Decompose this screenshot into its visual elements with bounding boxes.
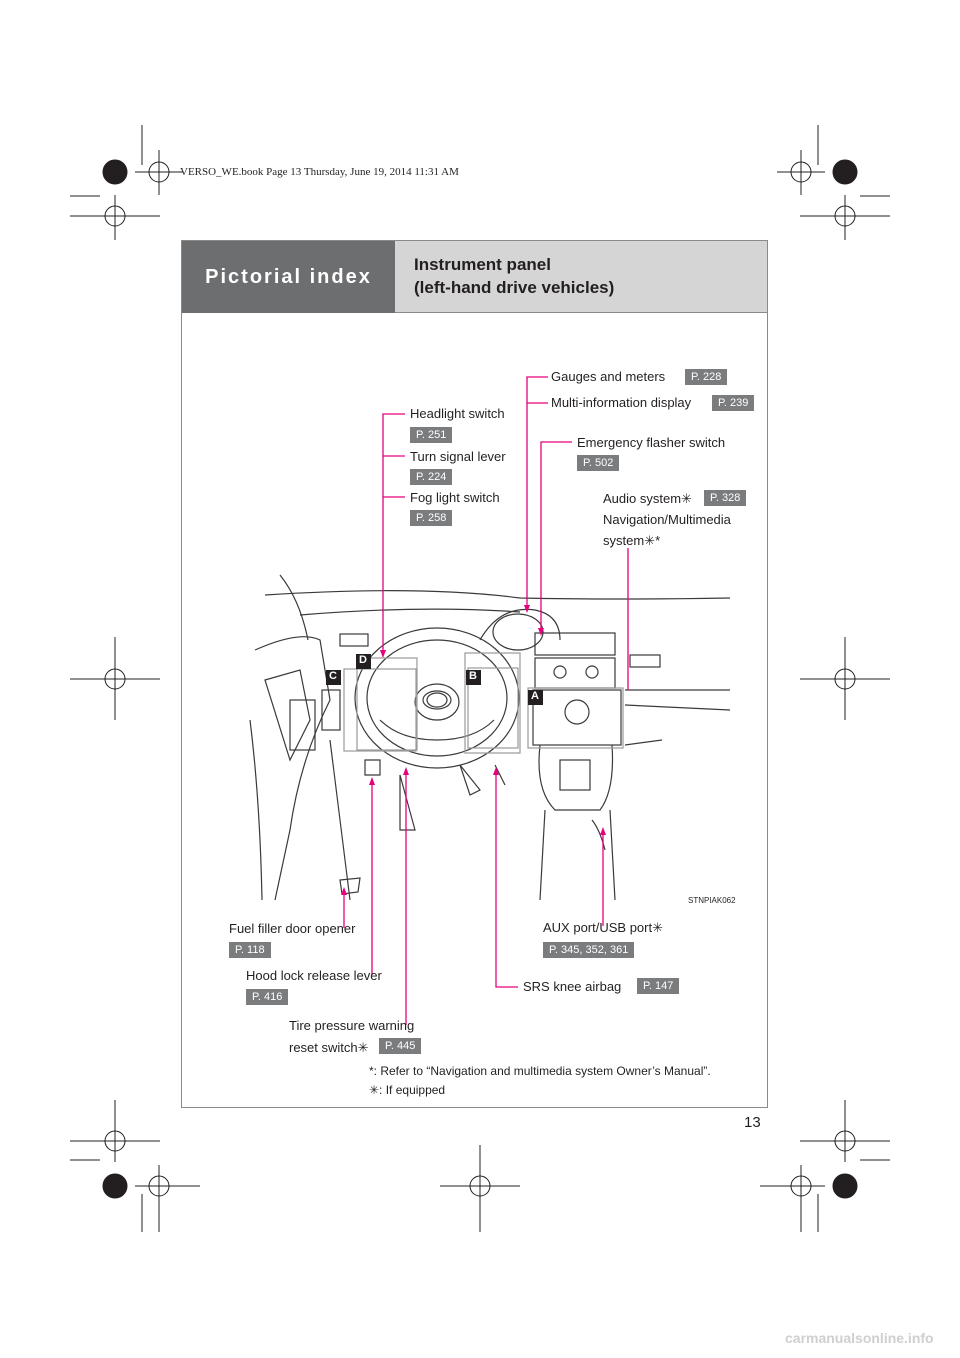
file-info-header: VERSO_WE.book Page 13 Thursday, June 19,… <box>180 166 459 178</box>
section-title-line2: (left-hand drive vehicles) <box>414 278 615 297</box>
page-ref-tire-pressure[interactable]: P. 445 <box>379 1038 422 1054</box>
page-ref-headlight[interactable]: P. 251 <box>410 427 453 443</box>
label-hood-lock-release-lever: Hood lock release lever <box>246 968 382 983</box>
label-fuel-filler-door-opener: Fuel filler door opener <box>229 921 356 936</box>
section-name: Pictorial index <box>182 241 395 313</box>
marker-b <box>466 670 481 685</box>
page-number: 13 <box>744 1114 761 1131</box>
label-headlight-switch: Headlight switch <box>410 406 505 421</box>
label-navigation-system: system✳* <box>603 533 661 548</box>
label-reset-switch: reset switch✳ <box>289 1040 369 1055</box>
marker-c <box>326 670 341 685</box>
page-ref-turn-signal[interactable]: P. 224 <box>410 469 453 485</box>
page-ref-fuel-filler[interactable]: P. 118 <box>229 942 271 958</box>
label-navigation-multimedia: Navigation/Multimedia <box>603 512 731 527</box>
crosshair-circle-icon <box>102 159 128 185</box>
page-ref-hood-lock[interactable]: P. 416 <box>246 989 289 1005</box>
page-ref-aux-usb[interactable]: P. 345, 352, 361 <box>543 942 635 958</box>
marker-label-b: B <box>469 670 477 682</box>
label-srs-knee-airbag: SRS knee airbag <box>523 979 622 994</box>
section-title: Instrument panel (left-hand drive vehicl… <box>414 253 614 299</box>
section-title-line1: Instrument panel <box>414 255 551 274</box>
label-multi-information-display: Multi-information display <box>551 395 692 410</box>
marker-label-c: C <box>329 670 337 682</box>
footnote-if-equipped: ✳: If equipped <box>369 1083 446 1097</box>
label-fog-light-switch: Fog light switch <box>410 490 500 505</box>
label-tire-pressure-warning: Tire pressure warning <box>289 1018 415 1033</box>
page-ref-fog-light[interactable]: P. 258 <box>410 510 453 526</box>
content-frame <box>181 240 768 1108</box>
marker-label-d: D <box>359 654 367 666</box>
watermark: carmanualsonline.info <box>785 1330 934 1346</box>
page-ref-srs-knee[interactable]: P. 147 <box>637 978 680 994</box>
label-emergency-flasher-switch: Emergency flasher switch <box>577 435 726 450</box>
marker-d <box>356 654 371 669</box>
figure-code: STNPIAK062 <box>688 896 736 905</box>
label-gauges-and-meters: Gauges and meters <box>551 369 666 384</box>
section-title-block: Instrument panel (left-hand drive vehicl… <box>395 241 767 313</box>
page-ref-gauges[interactable]: P. 228 <box>685 369 728 385</box>
footnote-navigation: *: Refer to “Navigation and multimedia s… <box>369 1064 711 1078</box>
page-ref-audio[interactable]: P. 328 <box>704 490 747 506</box>
marker-a <box>528 690 543 705</box>
marker-label-a: A <box>531 690 539 702</box>
label-audio-system: Audio system✳ <box>603 491 692 506</box>
figure-markers <box>326 654 543 705</box>
label-aux-usb-port: AUX port/USB port✳ <box>543 920 663 935</box>
page-ref-emergency[interactable]: P. 502 <box>577 455 620 471</box>
label-turn-signal-lever: Turn signal lever <box>410 449 506 464</box>
page-ref-multi-info[interactable]: P. 239 <box>712 395 755 411</box>
